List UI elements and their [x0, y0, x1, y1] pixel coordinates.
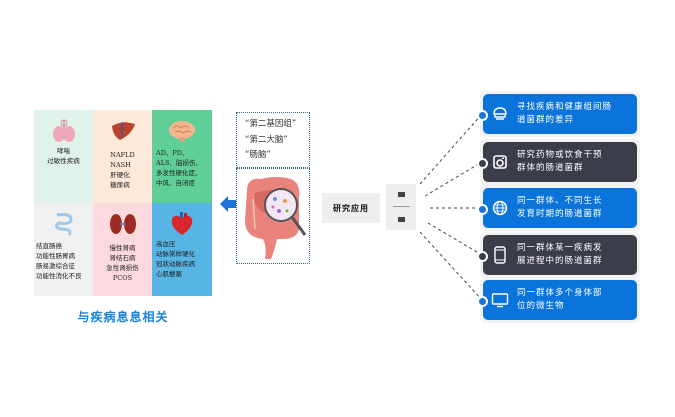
connector-dot: [477, 204, 488, 215]
globe-icon: [483, 200, 517, 216]
connector-line-5: [419, 231, 483, 301]
monitor-icon: [483, 292, 517, 308]
application-card-2[interactable]: 研究药物或饮食干预 群体的肠道菌群: [477, 139, 640, 185]
disease-cell-cardio: 高血压 动脉粥样硬化 冠状动脉疾病 心肌梗塞: [152, 203, 212, 296]
connector-line-4: [427, 222, 483, 256]
application-card-5[interactable]: 同一群体多个身体部 位的微生物: [477, 277, 640, 323]
gut-aliases-box: “第二基因组” “第二大脑” “肠脑”: [236, 112, 310, 168]
liver-icon: [111, 121, 135, 140]
arrow-left-icon: [220, 196, 236, 212]
application-card-4[interactable]: 同一群体某一疾病发 展进程中的肠道菌群: [477, 232, 640, 278]
hub-bottom-square: [398, 217, 405, 222]
kidney-icon: [109, 214, 136, 234]
intestine-illustration: [236, 168, 310, 264]
disease-grid: 哮喘 过敏性疾病 NAFLD NASH 肝硬化 糖尿病 AD、PD、 ALS、脑…: [34, 110, 212, 296]
phone-icon: [483, 246, 517, 264]
application-text: 同一群体某一疾病发 展进程中的肠道菌群: [517, 243, 603, 266]
lungs-icon: [52, 119, 75, 142]
disease-text: AD、PD、 ALS、脑损伤、 多发性硬化症、 中风、自闭症: [156, 149, 202, 187]
disease-text: 哮喘 过敏性疾病: [47, 147, 80, 165]
heart-icon: [171, 212, 193, 235]
connector-dot: [477, 296, 488, 307]
connector-hub: [386, 184, 416, 230]
research-application-label: 研究应用: [322, 193, 380, 223]
intestine-icon: [54, 213, 73, 236]
disease-section-title: 与疾病息息相关: [77, 310, 169, 324]
application-text: 研究药物或饮食干预 群体的肠道菌群: [517, 150, 603, 173]
application-text: 同一群体、不同生长 发育时期的肠道菌群: [517, 196, 603, 219]
cloud-box-icon: [483, 106, 517, 122]
disease-text: 高血压 动脉粥样硬化 冠状动脉疾病 心肌梗塞: [156, 240, 195, 278]
connector-line-2: [424, 161, 483, 197]
disease-cell-neuro: AD、PD、 ALS、脑损伤、 多发性硬化症、 中风、自闭症: [152, 110, 212, 203]
connector-dot: [477, 110, 488, 121]
connector-dot: [477, 158, 488, 169]
alias-item: “第二基因组”: [245, 119, 297, 129]
disease-cell-respiratory: 哮喘 过敏性疾病: [34, 110, 93, 203]
alias-item: “肠脑”: [245, 150, 271, 160]
disease-text: NAFLD NASH 肝硬化 糖尿病: [110, 151, 135, 189]
disease-text: 慢性肾病 肾结石病 急性肾损伤 PCOS: [106, 244, 139, 282]
disease-cell-kidney: 慢性肾病 肾结石病 急性肾损伤 PCOS: [93, 203, 152, 296]
brain-icon: [169, 121, 195, 142]
alias-item: “第二大脑”: [245, 134, 288, 145]
hub-top-square: [398, 192, 405, 197]
application-text: 同一群体多个身体部 位的微生物: [517, 288, 603, 311]
hub-divider: [393, 206, 410, 207]
connector-dot: [477, 251, 488, 262]
disease-cell-liver: NAFLD NASH 肝硬化 糖尿病: [93, 110, 152, 203]
application-text: 寻找疾病和健康组间肠 道菌群的差异: [517, 102, 613, 125]
camera-icon: [483, 154, 517, 170]
disease-text: 结直肠癌 功能性肠胃病 肠易激综合征 功能性消化不良: [36, 242, 82, 280]
disease-cell-gut: 结直肠癌 功能性肠胃病 肠易激综合征 功能性消化不良: [34, 203, 93, 296]
application-card-3[interactable]: 同一群体、不同生长 发育时期的肠道菌群: [477, 185, 640, 231]
connector-line-1: [419, 113, 483, 185]
intestine-magnifier-icon: [245, 177, 307, 259]
application-card-1[interactable]: 寻找疾病和健康组间肠 道菌群的差异: [477, 91, 640, 137]
